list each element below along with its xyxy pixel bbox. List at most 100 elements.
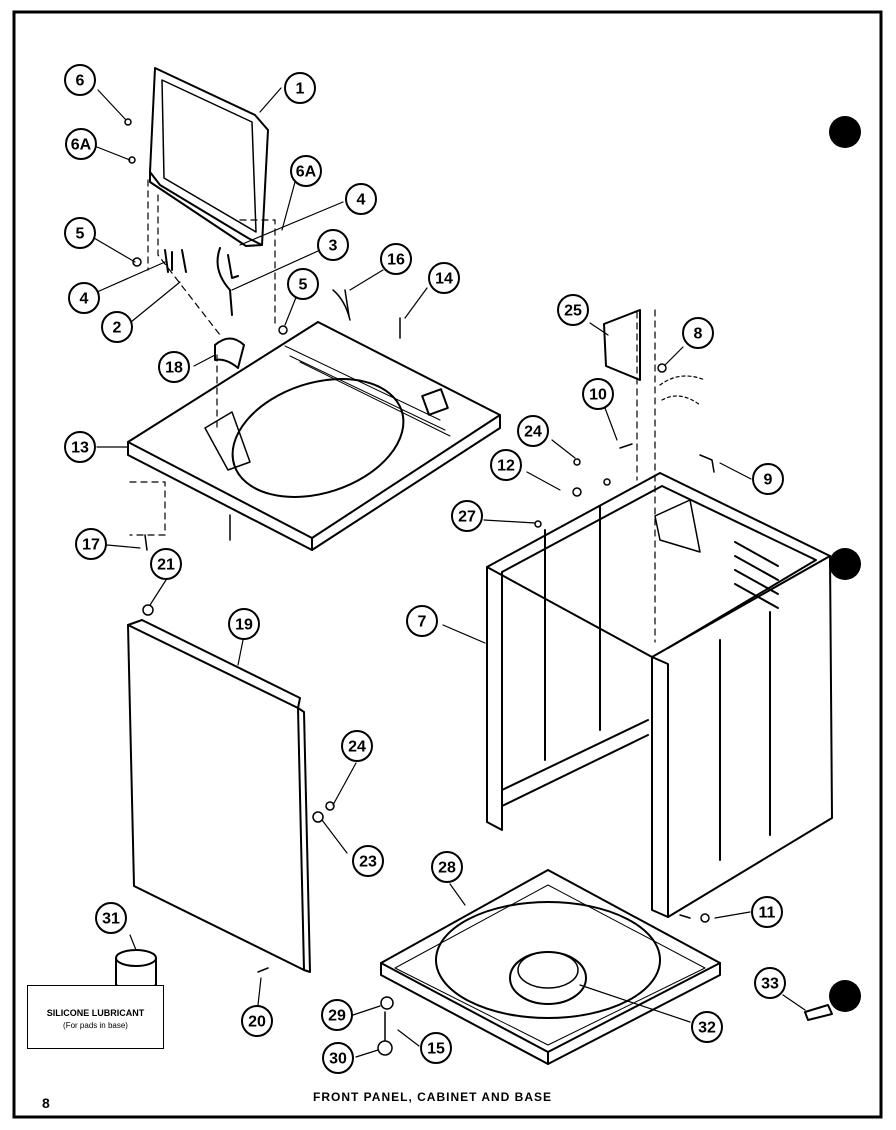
part-18-bracket	[214, 337, 245, 369]
punch-hole-bottom	[829, 980, 861, 1012]
callout-number: 28	[438, 860, 456, 877]
callout-number: 3	[329, 238, 338, 255]
callout-28: 28	[431, 851, 463, 883]
callout-circle	[68, 282, 100, 314]
callout-32: 32	[691, 1011, 723, 1043]
callout-number: 33	[761, 976, 779, 993]
callout-3: 3	[317, 229, 349, 261]
part-25-bracket	[603, 309, 641, 381]
callout-6Ab: 6A	[290, 155, 322, 187]
diagram-caption: FRONT PANEL, CABINET AND BASE	[313, 1090, 552, 1104]
punch-hole-middle	[829, 548, 861, 580]
callout-30: 30	[322, 1042, 354, 1074]
top-cover-part	[127, 321, 501, 551]
callout-circle	[322, 1042, 354, 1074]
callout-24a: 24	[341, 730, 373, 762]
callout-24b: 24	[517, 415, 549, 447]
callout-circle	[75, 528, 107, 560]
lubricant-title: SILICONE LUBRICANT	[46, 1008, 145, 1018]
callout-number: 31	[102, 911, 120, 928]
callout-number: 19	[235, 617, 253, 634]
callout-21: 21	[150, 548, 182, 580]
callout-number: 25	[564, 303, 582, 320]
callout-7: 7	[406, 605, 438, 637]
callout-circle	[341, 730, 373, 762]
callout-circle	[101, 311, 133, 343]
base-part	[380, 869, 721, 1065]
callout-11: 11	[751, 896, 783, 928]
page-border	[12, 10, 883, 1119]
callout-circle	[420, 1032, 452, 1064]
fasteners	[124, 118, 715, 1056]
callout-number: 5	[76, 226, 85, 243]
callout-number: 23	[359, 854, 377, 871]
callout-number: 10	[589, 387, 607, 404]
silicone-lubricant-label: SILICONE LUBRICANT (For pads in base)	[27, 985, 164, 1049]
callout-number: 12	[497, 458, 515, 475]
leader-lines	[93, 87, 806, 1058]
callout-5a: 5	[64, 217, 96, 249]
callout-10: 10	[582, 378, 614, 410]
callout-6: 6	[64, 64, 96, 96]
callout-number: 17	[82, 537, 100, 554]
callout-29: 29	[321, 999, 353, 1031]
callout-number: 13	[71, 440, 89, 457]
callout-4a: 4	[68, 282, 100, 314]
callout-circle	[290, 155, 322, 187]
callout-circle	[321, 999, 353, 1031]
callout-number: 20	[248, 1014, 266, 1031]
callout-number: 4	[80, 291, 89, 308]
lubricant-note: (For pads in base)	[63, 1021, 128, 1030]
callout-number: 8	[694, 326, 703, 343]
callout-number: 11	[759, 905, 776, 922]
callout-20: 20	[241, 1005, 273, 1037]
callout-number: 16	[387, 252, 405, 269]
callout-number: 15	[427, 1041, 445, 1058]
callout-14: 14	[428, 262, 460, 294]
callout-13: 13	[64, 431, 96, 463]
callout-number: 6	[76, 73, 85, 90]
callout-19: 19	[228, 608, 260, 640]
callout-9: 9	[752, 463, 784, 495]
callout-circle	[241, 1005, 273, 1037]
callout-31: 31	[95, 902, 127, 934]
callout-circle	[517, 415, 549, 447]
callout-number: 24	[348, 739, 366, 756]
lid-part	[149, 67, 269, 247]
callout-16: 16	[380, 243, 412, 275]
callout-number: 30	[329, 1051, 347, 1068]
callout-circle	[431, 851, 463, 883]
callout-2: 2	[101, 311, 133, 343]
callout-number: 6A	[296, 164, 317, 181]
callout-circle	[158, 351, 190, 383]
callout-number: 29	[328, 1008, 346, 1025]
callout-number: 27	[458, 509, 476, 526]
callout-circle	[406, 605, 438, 637]
callout-number: 18	[165, 360, 183, 377]
callout-circle	[228, 608, 260, 640]
callout-circle	[65, 128, 97, 160]
callout-number: 21	[157, 557, 175, 574]
callout-6Aa: 6A	[65, 128, 97, 160]
page-number: 8	[42, 1095, 50, 1111]
callout-number: 5	[299, 277, 308, 294]
callout-circle	[352, 845, 384, 877]
hinge-right	[227, 254, 239, 279]
callout-17: 17	[75, 528, 107, 560]
callout-number: 9	[764, 472, 773, 489]
callout-circle	[490, 449, 522, 481]
callout-circle	[287, 268, 319, 300]
front-panel-part	[127, 619, 311, 973]
callout-1: 1	[284, 72, 316, 104]
callout-circle	[752, 463, 784, 495]
callout-number: 2	[113, 320, 122, 337]
callout-circle	[682, 317, 714, 349]
callout-circle	[64, 217, 96, 249]
callout-18: 18	[158, 351, 190, 383]
callout-4b: 4	[345, 183, 377, 215]
callout-circle	[380, 243, 412, 275]
callout-circle	[582, 378, 614, 410]
callout-circle	[691, 1011, 723, 1043]
callout-circle	[317, 229, 349, 261]
